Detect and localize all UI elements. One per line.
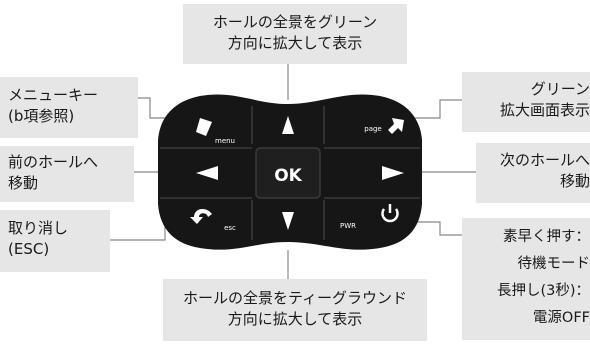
label-up-button: ホールの全景をグリーン 方向に拡大して表示	[183, 4, 407, 64]
ok-button[interactable]	[255, 147, 321, 199]
ok-button-label: OK	[274, 166, 302, 186]
page-button-label: page	[364, 125, 381, 133]
up-arrow-icon	[282, 116, 294, 134]
label-page-button: グリーン 拡大画面表示	[462, 72, 590, 132]
label-esc-button: 取り消し (ESC)	[0, 210, 110, 272]
label-page-line-1: グリーン	[530, 80, 590, 98]
connector-power	[416, 221, 462, 236]
label-pwr-line-4: 電源OFF	[532, 310, 590, 326]
zoom-arrow-icon	[388, 118, 404, 134]
label-esc-line-2: (ESC)	[8, 240, 50, 258]
flag-icon	[196, 118, 212, 136]
label-prev-line-2: 移動	[8, 174, 39, 192]
label-menu-line-1: メニューキー	[8, 86, 99, 104]
label-power-button: 素早く押す： 待機モード 長押し(3秒)： 電源OFF	[462, 218, 590, 340]
label-prev-button: 前のホールへ 移動	[0, 146, 134, 202]
power-icon	[381, 204, 399, 223]
down-arrow-icon	[282, 212, 294, 230]
esc-button-label: esc	[224, 224, 236, 232]
label-menu-line-2: (b項参照)	[8, 107, 75, 125]
label-page-line-2: 拡大画面表示	[499, 101, 590, 119]
esc-button[interactable]	[170, 200, 248, 242]
label-next-line-1: 次のホールへ	[499, 151, 590, 169]
label-prev-line-1: 前のホールへ	[8, 153, 99, 171]
label-next-line-2: 移動	[559, 172, 590, 190]
label-down-line-2: 方向に拡大して表示	[227, 310, 363, 328]
back-arrow-icon	[190, 208, 212, 224]
label-pwr-line-3: 長押し(3秒)：	[496, 283, 590, 299]
label-up-line-1: ホールの全景をグリーン	[212, 13, 378, 31]
keypad-seams	[160, 106, 420, 240]
right-arrow-icon	[382, 166, 404, 180]
power-button-label: PWR	[340, 222, 356, 230]
next-button[interactable]	[326, 150, 418, 196]
label-down-line-1: ホールの全景をティーグラウンド	[182, 289, 408, 307]
connector-lines	[110, 64, 476, 279]
label-up-line-2: 方向に拡大して表示	[227, 34, 363, 52]
label-down-button: ホールの全景をティーグラウンド 方向に拡大して表示	[163, 279, 427, 341]
left-arrow-icon	[196, 166, 218, 180]
label-pwr-line-2: 待機モード	[517, 256, 590, 272]
label-pwr-line-1: 素早く押す：	[503, 229, 590, 245]
connector-page	[415, 99, 462, 119]
label-esc-line-1: 取り消し	[8, 219, 69, 237]
menu-button-label: menu	[215, 137, 235, 145]
power-button[interactable]	[328, 200, 412, 242]
label-menu-button: メニューキー (b項参照)	[0, 77, 138, 138]
label-next-button: 次のホールへ 移動	[476, 143, 590, 203]
